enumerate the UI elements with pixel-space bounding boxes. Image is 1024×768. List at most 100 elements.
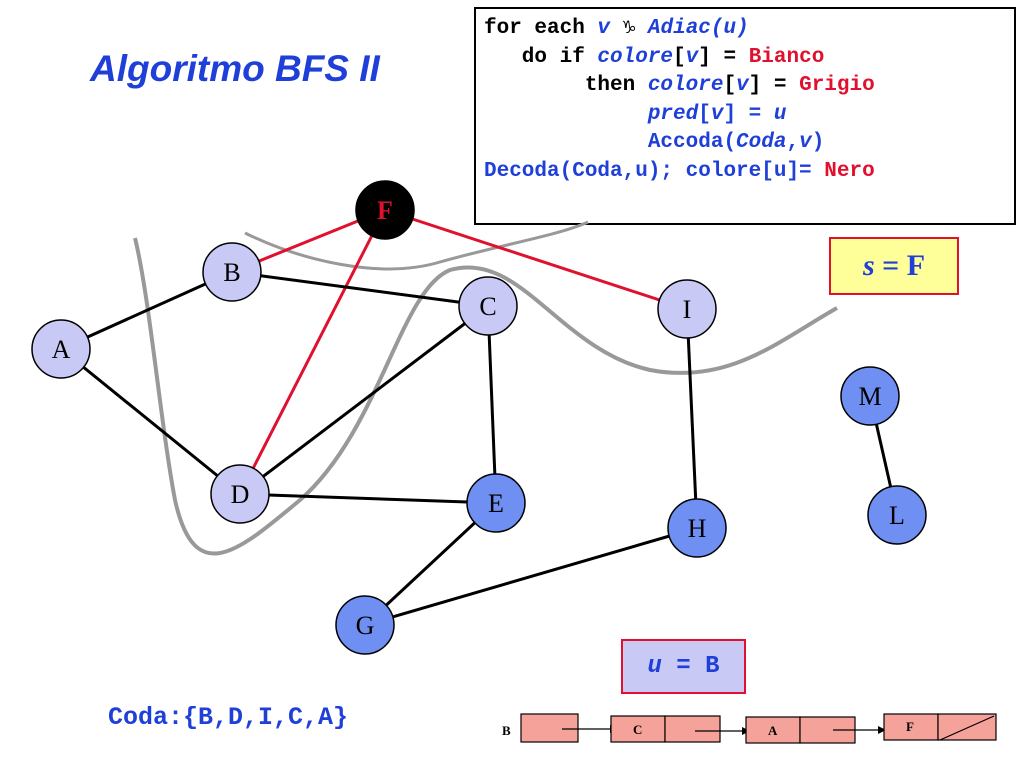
code-token: v (710, 102, 724, 126)
edge-B-C (231, 270, 489, 308)
node-F: F (355, 180, 415, 240)
frontier-curve-inner (244, 220, 589, 271)
node-circle-B (202, 242, 262, 302)
edge-A-D (60, 347, 241, 496)
node-circle-G (335, 595, 395, 655)
node-label-H: H (688, 514, 707, 543)
edge-C-E (486, 305, 498, 504)
node-label-B: B (223, 258, 240, 287)
code-token: Grigio (799, 74, 875, 97)
node-circle-I (657, 279, 717, 339)
code-token: v (799, 131, 812, 154)
list-cell-label: A (768, 723, 778, 738)
code-token: ] = (723, 102, 774, 126)
code-token: Bianco (748, 45, 825, 69)
node-label-L: L (889, 501, 905, 530)
list-cell-label: C (633, 722, 642, 737)
code-token: Decoda(Coda,u); colore[u]= (484, 159, 825, 183)
code-line-1: for each v ♑ Adiac(u) (484, 15, 1014, 44)
node-circle-F (355, 180, 415, 240)
source-vertex-box: s = F (829, 237, 959, 295)
adjacency-list: B C A F (502, 713, 997, 744)
code-token: colore (647, 74, 724, 97)
node-D: D (210, 464, 270, 524)
code-token: ] = (698, 45, 749, 69)
node-label-M: M (858, 382, 881, 411)
node-E: E (466, 473, 526, 533)
code-token: ♑ (610, 17, 648, 40)
code-token: , (786, 131, 800, 154)
list-arrow-head (878, 726, 886, 734)
current-eq: = (661, 653, 706, 680)
code-token: colore (597, 45, 674, 69)
code-line-5: Accoda(Coda,v) (484, 129, 1014, 158)
edge-D-E (239, 492, 497, 505)
list-cell-label: F (906, 719, 914, 734)
node-label-D: D (231, 480, 250, 509)
code-token: Accoda( (647, 131, 737, 154)
current-vertex-box: u = B (621, 639, 746, 694)
code-token: [ (673, 45, 686, 69)
edge-G-H (364, 526, 698, 627)
pseudocode-box: for each v ♑ Adiac(u) do if colore[v] = … (474, 7, 1016, 225)
node-label-F: F (377, 196, 393, 225)
code-token: pred (647, 102, 699, 126)
node-M: M (840, 366, 900, 426)
code-token: v (597, 17, 611, 40)
current-var: u (647, 653, 662, 680)
code-token: v (685, 45, 699, 69)
code-token: ] = (748, 74, 800, 97)
node-L: L (867, 485, 927, 545)
list-cell-head-key (520, 713, 579, 743)
code-token: v (736, 74, 749, 97)
edge-I-H (685, 308, 699, 529)
code-line-3: then colore[v] = Grigio (484, 72, 1014, 101)
list-head-label: B (502, 723, 511, 738)
node-H: H (667, 498, 727, 558)
node-circle-M (840, 366, 900, 426)
source-value: F (906, 249, 926, 282)
code-line-6: Decoda(Coda,u); colore[u]= Nero (484, 158, 1014, 187)
node-circle-A (31, 319, 91, 379)
graph-edges (60, 208, 899, 627)
code-line-2: do if colore[v] = Bianco (484, 44, 1014, 73)
node-label-A: A (52, 335, 71, 364)
edge-F-D (238, 209, 387, 495)
code-token: for each (484, 17, 598, 40)
code-line-4: pred[v] = u (484, 101, 1014, 130)
code-token: [ (723, 74, 737, 97)
edge-D-C (239, 304, 489, 496)
node-circle-E (466, 473, 526, 533)
node-circle-L (867, 485, 927, 545)
edge-E-G (363, 501, 498, 627)
frontier-curve-outer (133, 237, 838, 556)
code-token: then (484, 74, 648, 97)
queue-display: Coda:{B,D,I,C,A} (108, 703, 348, 732)
graph-nodes: F B A C I D E H G M L (31, 180, 927, 655)
node-circle-H (667, 498, 727, 558)
code-token: Nero (824, 159, 875, 183)
slide-title: Algoritmo BFS II (90, 48, 380, 89)
node-circle-C (458, 276, 518, 336)
list-null-slash (939, 715, 995, 741)
node-A: A (31, 319, 91, 379)
list-cell-key (610, 715, 666, 743)
node-label-I: I (683, 295, 692, 324)
node-circle-D (210, 464, 270, 524)
node-G: G (335, 595, 395, 655)
node-B: B (202, 242, 262, 302)
code-token: ) (811, 131, 825, 154)
node-C: C (458, 276, 518, 336)
node-label-C: C (479, 292, 496, 321)
edge-B-A (60, 270, 233, 351)
code-token: Adiac(u) (647, 17, 749, 40)
code-token: do if (484, 45, 598, 69)
node-label-E: E (488, 489, 504, 518)
node-I: I (657, 279, 717, 339)
frontier-curves (133, 220, 838, 556)
code-token: Coda (736, 131, 787, 154)
queue-label: Coda: (108, 703, 184, 732)
source-eq: = (874, 249, 907, 282)
list-cell-key (745, 716, 801, 744)
